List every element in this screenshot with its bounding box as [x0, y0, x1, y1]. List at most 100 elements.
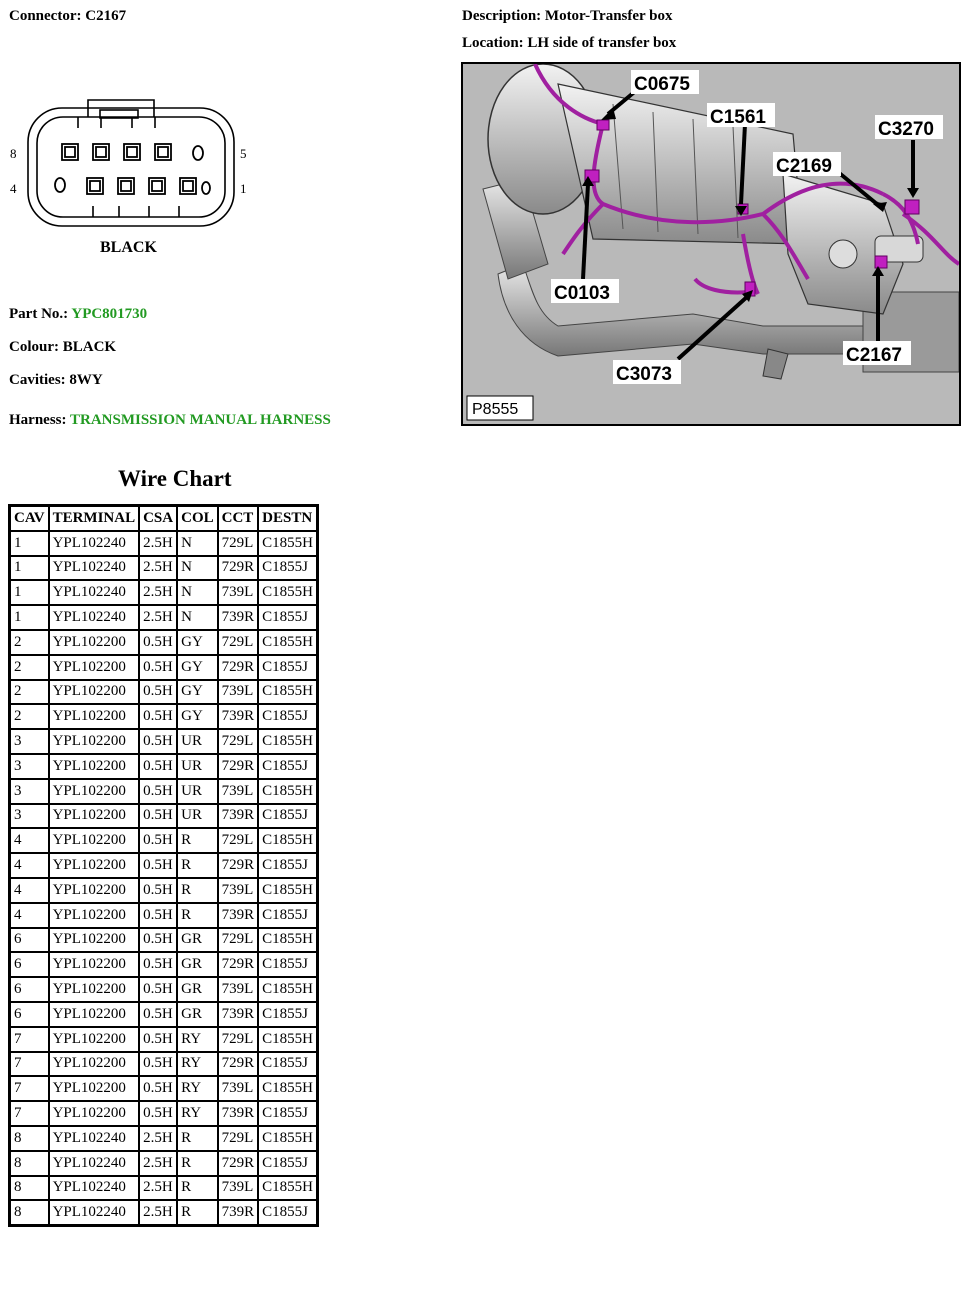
cell-cct: 739R — [216, 703, 260, 731]
harness-link[interactable]: TRANSMISSION MANUAL HARNESS — [69, 412, 331, 428]
cell-cct: 739R — [216, 604, 260, 631]
cell-col: GR — [176, 1000, 219, 1028]
cell-cct: 729R — [216, 852, 260, 879]
column-header-cav: CAV — [8, 504, 50, 532]
cell-destn: C1855H — [257, 529, 319, 557]
cell-cct: 739L — [216, 1075, 260, 1103]
cavities-line: Cavities: 8WY — [9, 372, 103, 389]
cell-col: N — [176, 579, 219, 607]
cell-terminal: YPL102200 — [47, 926, 141, 954]
pin-label-left-top: 8 — [10, 146, 17, 161]
cell-cav: 7 — [8, 1100, 50, 1127]
cell-cct: 739L — [216, 1174, 260, 1202]
cell-cct: 739L — [216, 777, 260, 805]
cell-cct: 739R — [216, 901, 260, 929]
cell-col: GR — [176, 976, 219, 1003]
cell-csa: 0.5H — [138, 628, 179, 656]
cell-cct: 729R — [216, 653, 260, 681]
cell-cav: 8 — [8, 1199, 50, 1227]
cell-destn: C1855J — [257, 752, 319, 780]
cell-cav: 8 — [8, 1124, 50, 1152]
cavity-3 — [117, 177, 135, 195]
cell-csa: 0.5H — [138, 728, 179, 755]
cell-destn: C1855J — [257, 901, 319, 929]
exhaust-pipe — [497, 263, 864, 357]
cell-cav: 3 — [8, 802, 50, 830]
location-value: LH side of transfer box — [527, 35, 677, 51]
part-number-link[interactable]: YPC801730 — [71, 306, 148, 322]
colour-value: BLACK — [62, 339, 117, 355]
cell-cct: 729R — [216, 951, 260, 979]
cell-col: N — [176, 554, 219, 582]
location-label: Location: — [462, 35, 524, 51]
cell-csa: 0.5H — [138, 976, 179, 1003]
cell-destn: C1855H — [257, 976, 319, 1003]
cell-col: R — [176, 827, 219, 855]
callout-c3270: C3270 — [878, 119, 934, 140]
cell-cav: 2 — [8, 703, 50, 731]
cell-csa: 0.5H — [138, 777, 179, 805]
pin-label-left-bottom: 4 — [10, 181, 17, 196]
cell-cav: 2 — [8, 628, 50, 656]
column-header-cct: CCT — [216, 504, 260, 532]
cell-cct: 729R — [216, 554, 260, 582]
column-header-csa: CSA — [138, 504, 179, 532]
cell-terminal: YPL102200 — [47, 901, 141, 929]
cavity-blank-bottom — [54, 177, 66, 193]
cell-cav: 1 — [8, 604, 50, 631]
cell-terminal: YPL102240 — [47, 529, 141, 557]
harness-label: Harness: — [9, 412, 67, 428]
cell-cct: 729L — [216, 628, 260, 656]
cell-terminal: YPL102200 — [47, 678, 141, 706]
cell-cct: 729L — [216, 529, 260, 557]
cell-csa: 0.5H — [138, 827, 179, 855]
cavity-4 — [86, 177, 104, 195]
colour-line: Colour: BLACK — [9, 339, 116, 356]
connector-outer-housing — [27, 107, 235, 227]
cell-col: GR — [176, 951, 219, 979]
cell-terminal: YPL102240 — [47, 1124, 141, 1152]
cavities-label: Cavities: — [9, 372, 66, 388]
cell-cct: 739R — [216, 1000, 260, 1028]
cell-destn: C1855J — [257, 703, 319, 731]
transfer-box-illustration: C0675 C1561 C3270 C2169 C0103 C2167 C307… — [466, 64, 959, 421]
cell-cct: 729L — [216, 827, 260, 855]
cell-cct: 729L — [216, 926, 260, 954]
cell-csa: 0.5H — [138, 901, 179, 929]
cell-col: GY — [176, 653, 219, 681]
cell-col: UR — [176, 802, 219, 830]
column-header-destn: DESTN — [257, 504, 319, 532]
pin-label-right-bottom: 1 — [240, 181, 247, 196]
cell-csa: 0.5H — [138, 1000, 179, 1028]
cavities-value: 8WY — [69, 372, 103, 388]
cell-terminal: YPL102200 — [47, 703, 141, 731]
cell-col: RY — [176, 1025, 219, 1053]
cell-cct: 739R — [216, 1199, 260, 1227]
cell-csa: 0.5H — [138, 1100, 179, 1127]
cell-col: R — [176, 901, 219, 929]
cell-col: GR — [176, 926, 219, 954]
cell-col: N — [176, 529, 219, 557]
cavity-blank-top — [192, 145, 204, 161]
cell-csa: 0.5H — [138, 852, 179, 879]
cell-destn: C1855H — [257, 579, 319, 607]
cavity-2 — [148, 177, 166, 195]
connector-label: Connector: — [9, 8, 82, 24]
connector-latch — [87, 99, 155, 117]
cavity-grid — [54, 143, 211, 195]
cell-csa: 2.5H — [138, 1199, 179, 1227]
cavity-8 — [61, 143, 79, 161]
